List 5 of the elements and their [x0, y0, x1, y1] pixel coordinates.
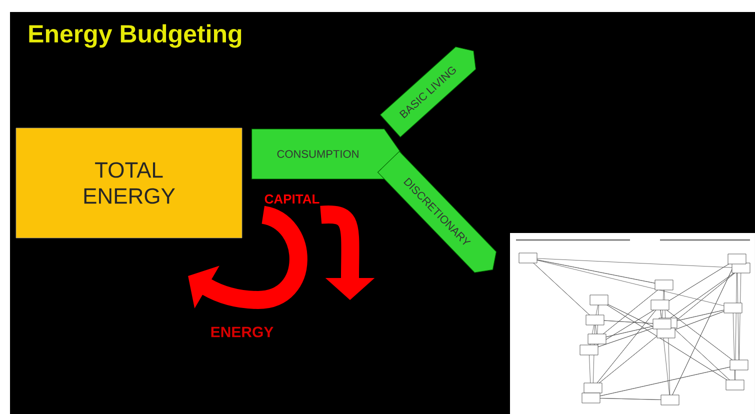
curved-arrow	[188, 206, 308, 309]
energy-box: TOTAL ENERGY	[16, 128, 242, 238]
title: Energy Budgeting	[29, 24, 242, 48]
flow-label: CAPITAL	[264, 194, 320, 204]
flow-label: ENERGY	[211, 326, 274, 338]
